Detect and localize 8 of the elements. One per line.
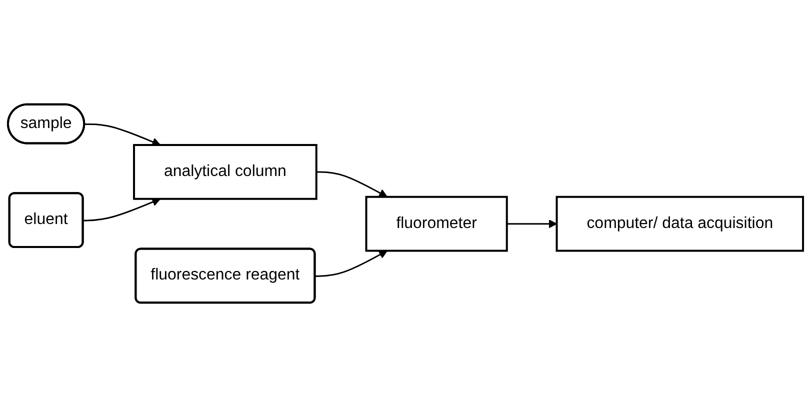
arrow <box>506 219 558 228</box>
arrow <box>84 123 161 146</box>
arrow <box>83 198 161 222</box>
arrow <box>316 171 388 198</box>
node-box: analytical column <box>133 144 318 200</box>
node-box: computer/ data acquisition <box>556 196 804 252</box>
node-box: fluorometer <box>365 196 508 252</box>
arrow <box>315 250 388 277</box>
